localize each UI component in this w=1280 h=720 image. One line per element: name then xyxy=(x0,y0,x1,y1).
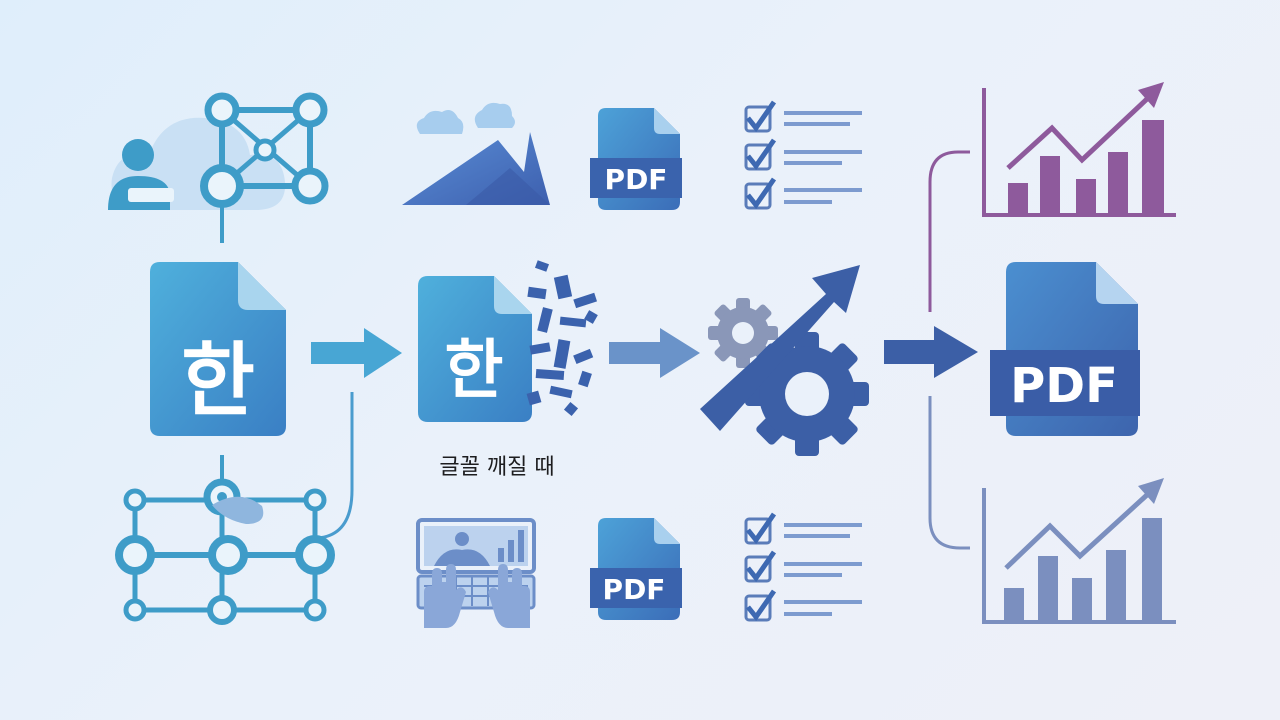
arrow-to-broken-doc xyxy=(311,328,402,378)
pdf-file-icon-top: PDF xyxy=(590,108,682,210)
arrow-to-output xyxy=(884,326,978,378)
large-gear-icon xyxy=(745,332,869,456)
checklist-icon-bottom xyxy=(744,512,862,622)
checklist-icon-top xyxy=(744,100,862,210)
hwp-document-icon: 한 xyxy=(150,262,286,436)
pdf-label-top: PDF xyxy=(605,163,668,196)
branch-line-bottom xyxy=(928,396,970,550)
pdf-label-output: PDF xyxy=(1010,358,1118,414)
broken-doc-caption: 글꼴 깨질 때 xyxy=(439,455,554,480)
broken-doc-glyph: 한 xyxy=(445,334,504,408)
small-gear-icon xyxy=(708,298,778,368)
broken-font-document-icon: 한 xyxy=(418,260,598,422)
landscape-image-icon xyxy=(402,102,550,205)
pdf-file-icon-bottom: PDF xyxy=(590,518,682,620)
broken-glyph-fragments xyxy=(526,260,598,417)
arrow-to-conversion xyxy=(609,328,700,378)
laptop-typing-icon xyxy=(416,518,536,628)
gear-arrow-icon xyxy=(700,265,869,456)
node-network-icon xyxy=(115,455,335,625)
growth-arrow-icon xyxy=(700,265,860,431)
pdf-output-icon: PDF xyxy=(990,262,1140,436)
branch-line-top xyxy=(928,150,970,312)
growth-chart-icon-bottom xyxy=(982,478,1176,624)
pdf-label-bottom: PDF xyxy=(603,573,666,606)
source-doc-glyph: 한 xyxy=(181,334,255,427)
growth-chart-icon-top xyxy=(982,82,1176,217)
connector-line xyxy=(317,392,354,540)
cloud-network-user-icon xyxy=(108,92,329,243)
